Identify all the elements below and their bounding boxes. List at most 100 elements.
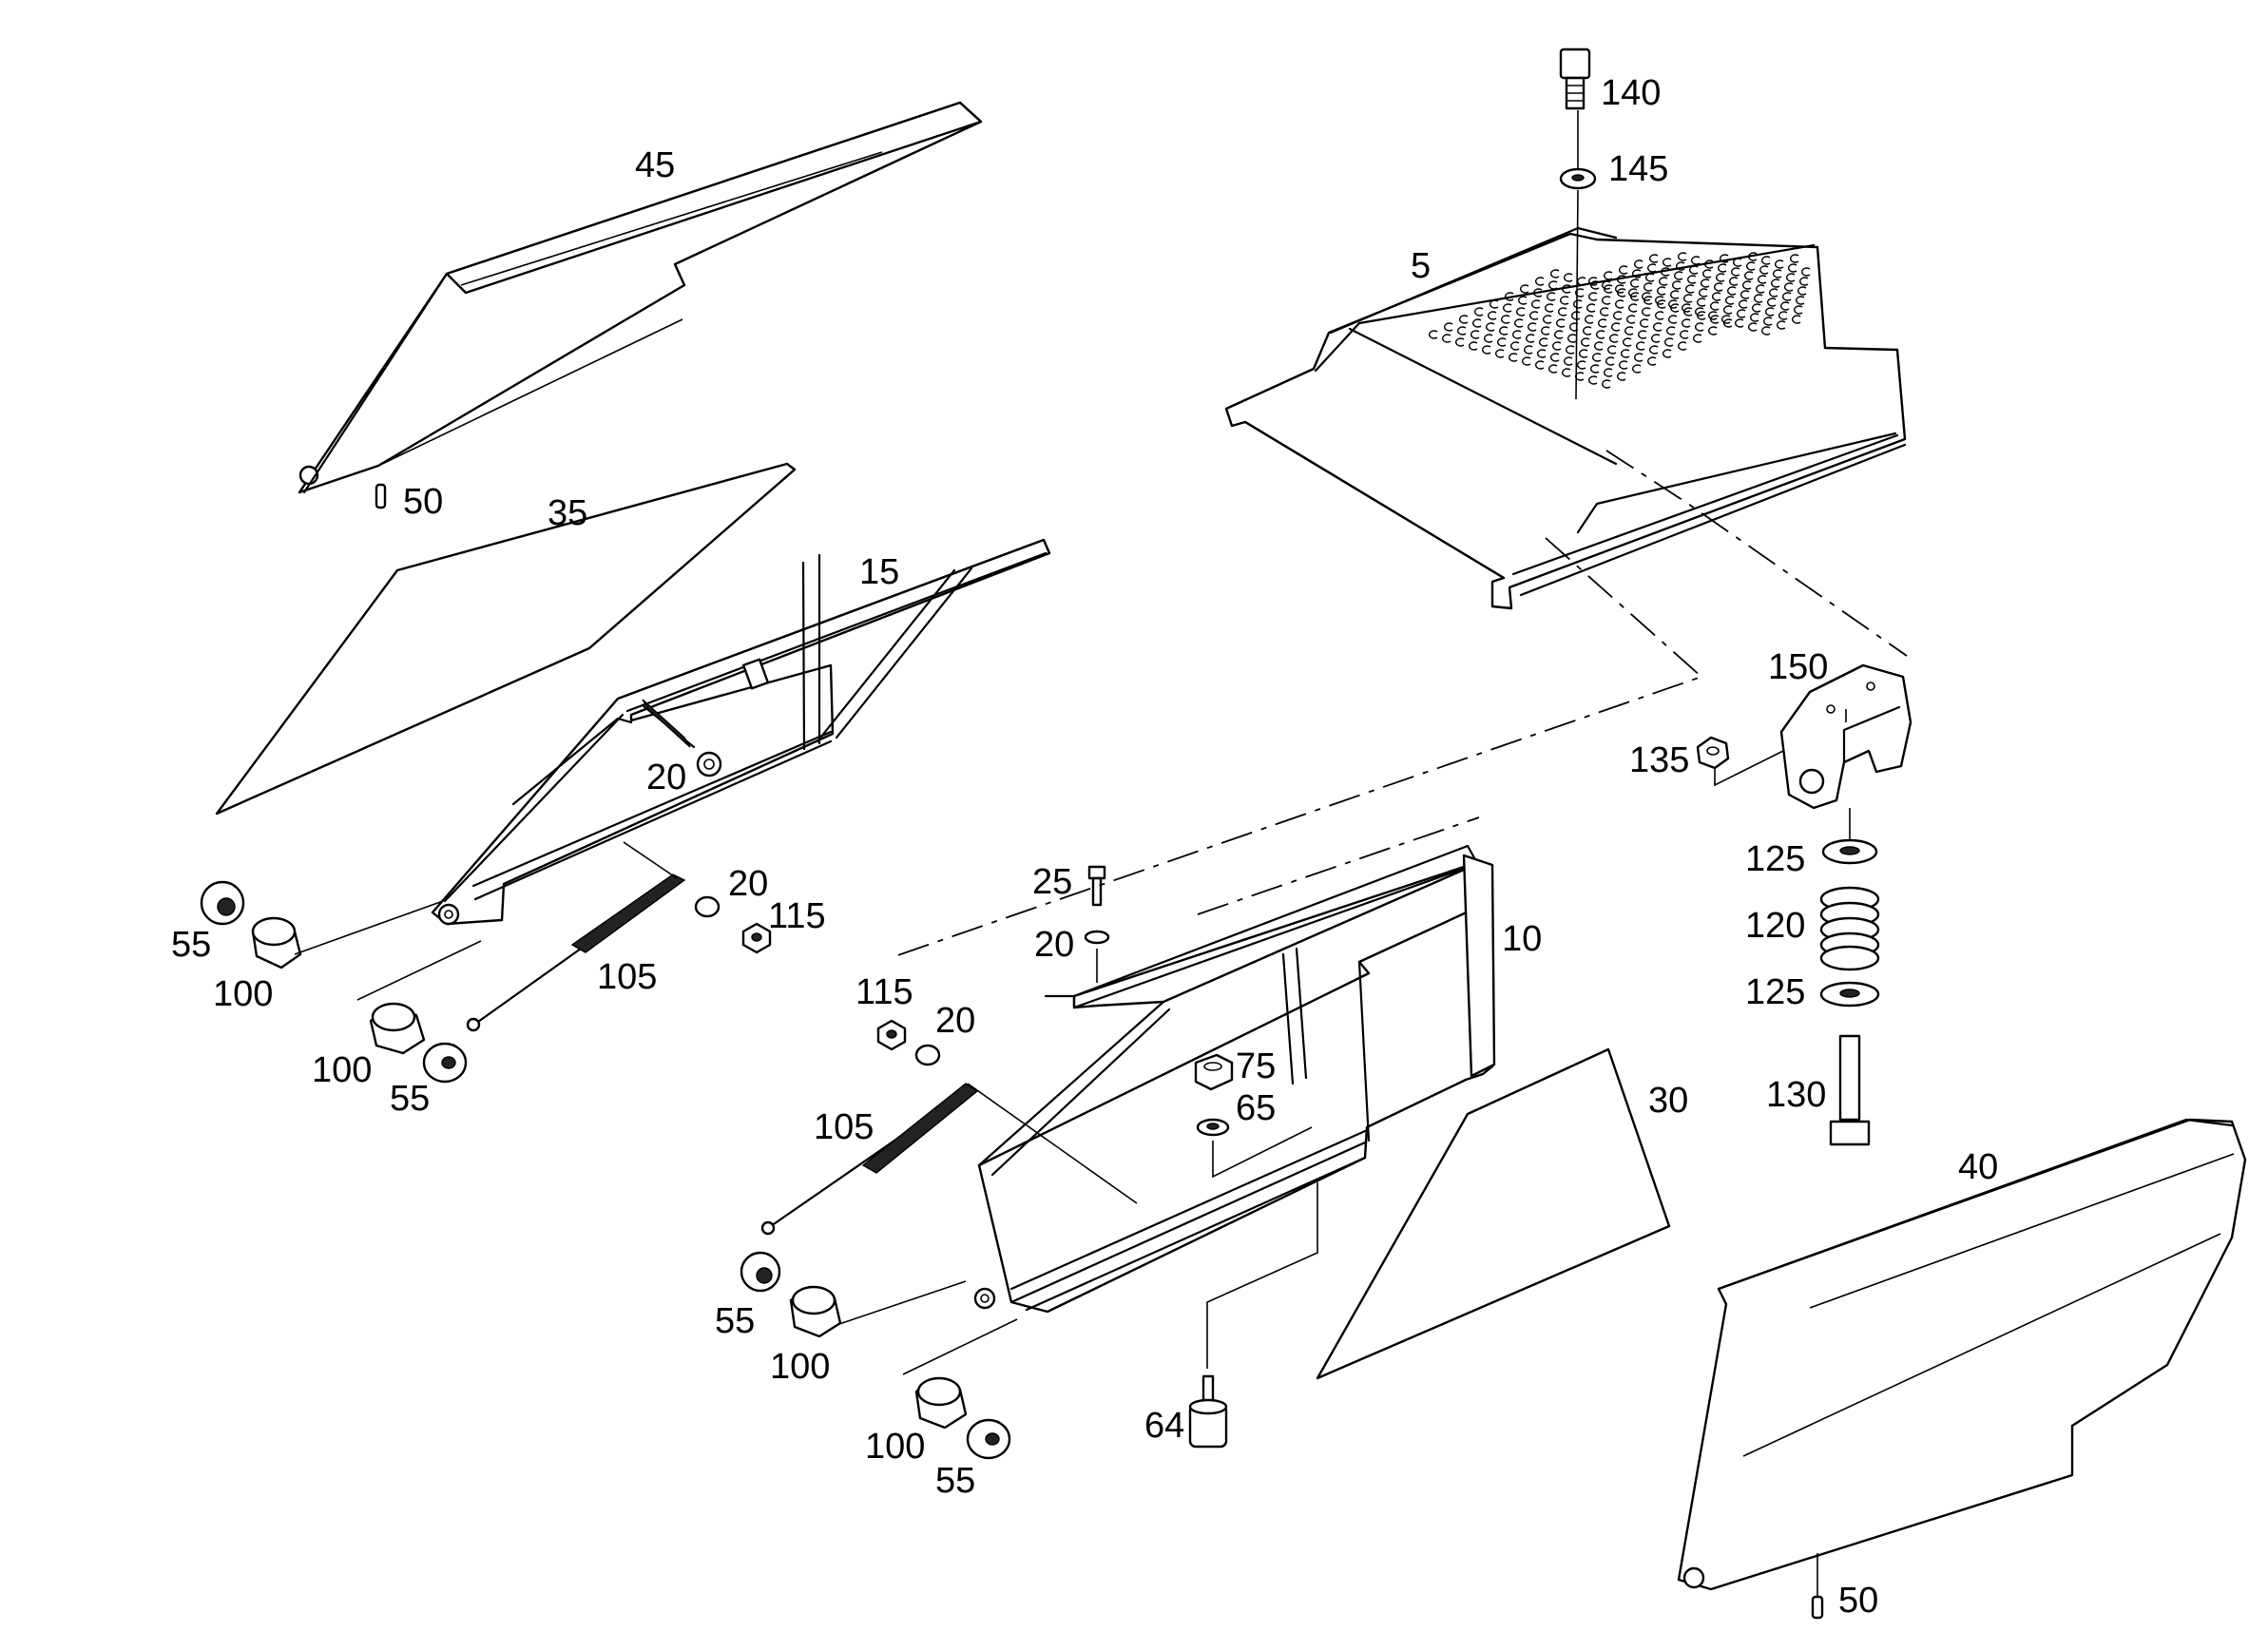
perforation-hole: [1470, 330, 1480, 339]
perforation-hole: [1801, 267, 1811, 277]
part-130-bolt: [1829, 1034, 1871, 1146]
perforation-hole: [1550, 269, 1560, 278]
perforation-hole: [1657, 286, 1666, 296]
perforation-hole: [1628, 303, 1638, 313]
label-100-left-upper: 100: [213, 974, 273, 1014]
label-20-center: 20: [1034, 925, 1074, 965]
perforation-hole: [1689, 265, 1699, 275]
perforation-hole: [1539, 337, 1548, 347]
perforation-hole: [1720, 254, 1729, 263]
perforation-hole: [1777, 320, 1786, 330]
perforation-hole: [1797, 286, 1807, 296]
perforation-hole: [1649, 254, 1659, 263]
perforation-hole: [1619, 360, 1628, 370]
perforation-hole: [1771, 278, 1780, 288]
part-55-bushing-center-upper: [740, 1251, 781, 1293]
perforation-hole: [1581, 337, 1590, 347]
perforation-hole: [1624, 326, 1634, 336]
perforation-hole: [1632, 269, 1642, 278]
part-5-perforation-holes: [1429, 252, 1811, 389]
perforation-hole: [1510, 341, 1520, 351]
perforation-hole: [1505, 292, 1514, 301]
perforation-hole: [1564, 273, 1573, 282]
perforation-hole: [1611, 322, 1621, 332]
perforation-hole: [1588, 277, 1598, 286]
perforation-hole: [1569, 322, 1579, 332]
perforation-hole: [1761, 326, 1771, 336]
label-55-center-lower: 55: [935, 1461, 975, 1501]
label-40: 40: [1958, 1147, 1998, 1187]
label-64: 64: [1144, 1406, 1184, 1446]
perforation-hole: [1499, 326, 1509, 336]
perforation-hole: [1655, 296, 1664, 305]
perforation-hole: [1759, 265, 1769, 275]
perforation-hole: [1520, 284, 1529, 294]
perforation-hole: [1702, 269, 1712, 278]
perforation-hole: [1630, 278, 1640, 288]
part-20-washer-left: [694, 895, 721, 918]
perforation-hole: [1501, 315, 1510, 324]
perforation-hole: [1573, 299, 1583, 309]
part-100-sleeve-center-lower: [914, 1376, 968, 1430]
perforation-hole: [1780, 301, 1790, 311]
perforation-hole: [1560, 296, 1569, 305]
perforation-hole: [1642, 292, 1651, 301]
perforation-hole: [1621, 349, 1630, 358]
perforation-hole: [1645, 273, 1655, 282]
perforation-hole: [1488, 311, 1497, 320]
perforation-hole: [1765, 307, 1775, 317]
perforation-hole: [1604, 368, 1613, 377]
perforation-hole: [1695, 322, 1704, 332]
perforation-hole: [1773, 269, 1782, 278]
perforation-hole: [1615, 299, 1624, 309]
perforation-hole: [1585, 315, 1594, 324]
perforation-hole: [1562, 368, 1571, 377]
perforation-hole: [1699, 288, 1708, 298]
label-55-center-upper: 55: [715, 1301, 755, 1341]
perforation-hole: [1676, 261, 1685, 271]
label-105-left: 105: [597, 957, 657, 997]
perforation-hole: [1528, 322, 1537, 332]
label-55-left-upper: 55: [171, 925, 211, 965]
perforation-hole: [1503, 303, 1512, 313]
perforation-hole: [1628, 288, 1638, 298]
perforation-hole: [1497, 337, 1507, 347]
perforation-hole: [1716, 273, 1725, 282]
perforation-hole: [1545, 303, 1554, 313]
perforation-hole: [1649, 345, 1659, 355]
perforation-hole: [1739, 299, 1748, 309]
perforation-hole: [1518, 296, 1528, 305]
label-145: 145: [1608, 149, 1668, 189]
perforation-hole: [1682, 318, 1691, 328]
perforation-hole: [1735, 318, 1744, 328]
part-55-bushing-left-lower: [422, 1042, 468, 1084]
perforation-hole: [1556, 318, 1566, 328]
perforation-hole: [1640, 318, 1649, 328]
perforation-hole: [1729, 277, 1739, 286]
perforation-hole: [1583, 326, 1592, 336]
label-30: 30: [1648, 1081, 1688, 1121]
label-100-center-lower: 100: [865, 1427, 925, 1467]
label-35: 35: [548, 493, 587, 533]
label-105-center: 105: [814, 1107, 874, 1147]
perforation-hole: [1524, 345, 1533, 355]
perforation-hole: [1554, 330, 1564, 339]
perforation-hole: [1541, 326, 1550, 336]
label-50-bottom: 50: [1838, 1581, 1878, 1621]
perforation-hole: [1472, 318, 1482, 328]
label-15: 15: [859, 552, 899, 592]
perforation-hole: [1733, 258, 1742, 267]
perforation-hole: [1632, 364, 1642, 374]
perforation-hole: [1617, 275, 1626, 284]
perforation-hole: [1682, 303, 1691, 313]
part-55-bushing-center-lower: [966, 1418, 1011, 1460]
perforation-hole: [1457, 326, 1467, 336]
part-35-plate: [215, 462, 797, 816]
perforation-hole: [1444, 322, 1453, 332]
perforation-hole: [1661, 267, 1670, 277]
perforation-hole: [1607, 345, 1617, 355]
perforation-hole: [1537, 349, 1547, 358]
part-105-rod-center: [760, 1083, 979, 1236]
label-125-upper: 125: [1745, 839, 1805, 879]
perforation-hole: [1594, 341, 1604, 351]
